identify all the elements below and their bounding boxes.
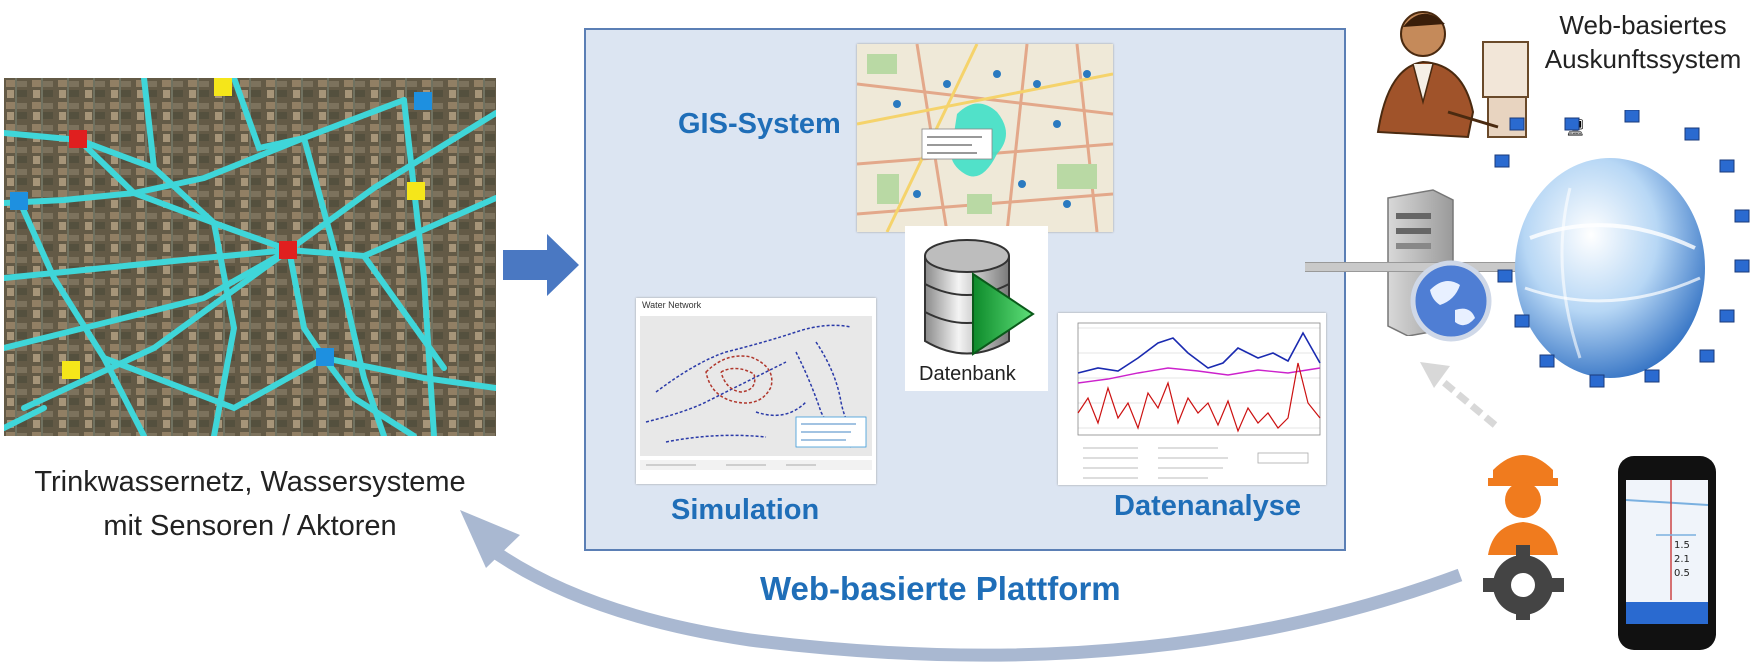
sensor-blue-1	[414, 92, 432, 110]
globe-icon	[1515, 158, 1705, 378]
phone-screen: 1.5 2.1 0.5	[1625, 480, 1709, 624]
phone-value-2: 2.1	[1674, 554, 1690, 565]
datenbank-label: Datenbank	[919, 363, 1016, 385]
platform-title: Web-basierte Plattform	[760, 570, 1121, 607]
data-flow-arrow-icon	[1420, 362, 1498, 428]
datenanalyse-thumbnail	[1058, 313, 1326, 485]
pipe-network	[4, 78, 496, 436]
aerial-water-network-map	[4, 78, 496, 436]
arrow-right-icon	[503, 234, 579, 296]
sensor-red-2	[279, 241, 297, 259]
database-icon: Datenbank	[905, 226, 1048, 391]
small-globe-icon	[1410, 260, 1492, 342]
play-icon	[972, 272, 1035, 356]
water-network-title: Water Network	[642, 300, 702, 310]
simulation-label: Simulation	[671, 494, 820, 526]
caption-line-2: mit Sensoren / Aktoren	[103, 510, 397, 542]
field-worker-icon	[1483, 455, 1564, 620]
web-system-title: Web-basiertes Auskunftssystem	[1528, 8, 1758, 76]
return-arrow-icon	[460, 510, 1463, 662]
gis-system-label: GIS-System	[678, 108, 841, 140]
sensor-blue-2	[10, 192, 28, 210]
sensor-yellow-2	[407, 182, 425, 200]
sensor-blue-3	[316, 348, 334, 366]
phone-value-1: 1.5	[1674, 540, 1690, 551]
gis-map-thumbnail	[857, 44, 1113, 232]
network-caption: Trinkwassernetz, Wassersysteme mit Senso…	[0, 460, 500, 548]
caption-line-1: Trinkwassernetz, Wassersysteme	[34, 466, 466, 498]
sensor-yellow-1	[214, 78, 232, 96]
web-system-title-line-1: Web-basiertes	[1559, 10, 1727, 40]
smartphone-icon: 1.5 2.1 0.5	[1618, 456, 1716, 650]
phone-value-3: 0.5	[1674, 568, 1690, 579]
web-system-title-line-2: Auskunftssystem	[1544, 44, 1742, 74]
sensor-yellow-3	[62, 361, 80, 379]
client-computers-ring	[1494, 110, 1750, 388]
datenanalyse-label: Datenanalyse	[1114, 490, 1301, 522]
simulation-thumbnail: Water Network	[636, 298, 876, 484]
sensor-red-1	[69, 130, 87, 148]
office-worker-icon	[1376, 11, 1529, 139]
